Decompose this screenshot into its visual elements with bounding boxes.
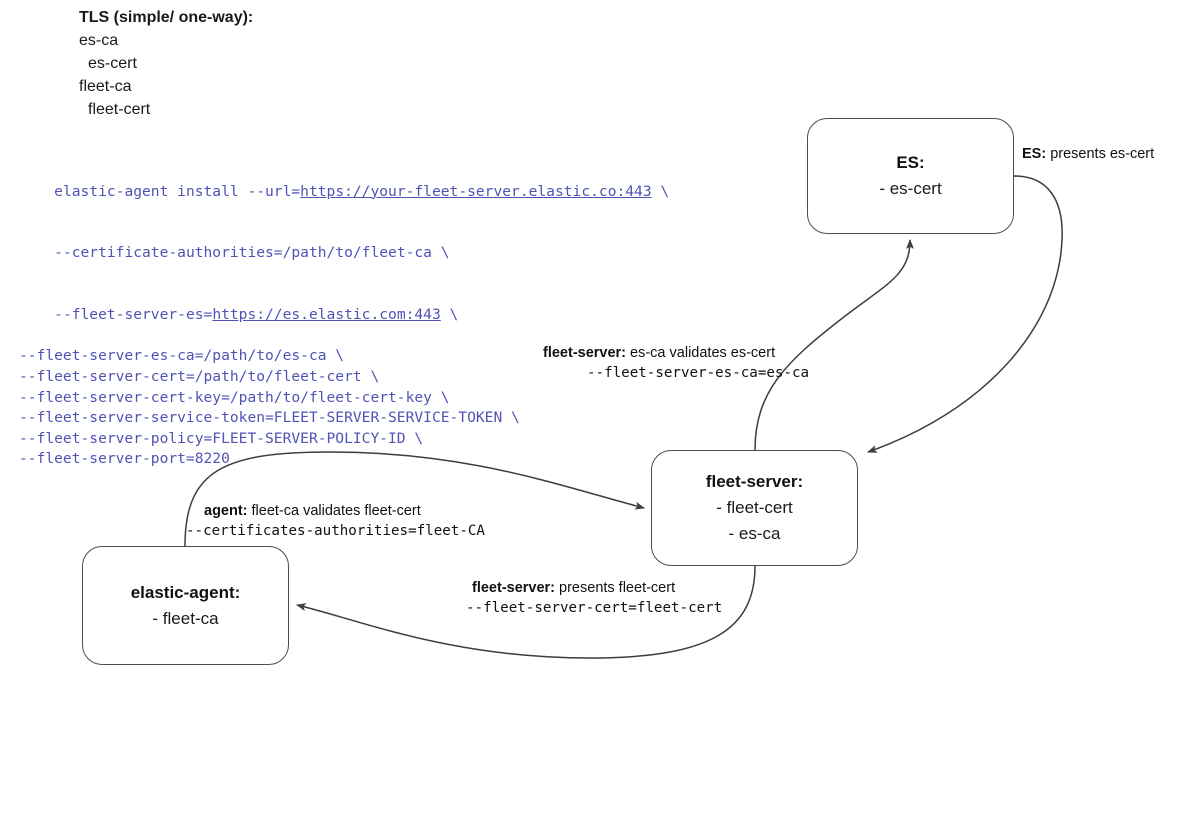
command-line: --fleet-server-es-ca=/path/to/es-ca \	[19, 347, 345, 365]
notes-line: fleet-cert	[88, 101, 151, 118]
node-es[interactable]: ES: - es-cert	[807, 118, 1014, 234]
edge-label-actor: fleet-server:	[472, 580, 556, 596]
command-line: --fleet-server-policy=FLEET-SERVER-POLIC…	[19, 429, 424, 447]
node-fleet-server-item: - fleet-cert	[716, 498, 793, 517]
command-text: \	[651, 182, 670, 200]
edge-label-code: --fleet-server-cert=fleet-cert	[466, 600, 723, 616]
edge-label-text: fleet-server: presents fleet-cert	[472, 578, 722, 598]
node-es-item: - es-cert	[879, 179, 942, 198]
command-text: --fleet-server-es=	[54, 306, 213, 324]
command-text: elastic-agent install --url=	[54, 182, 301, 200]
node-elastic-agent[interactable]: elastic-agent: - fleet-ca	[82, 546, 289, 665]
node-elastic-agent-title: elastic-agent:	[130, 582, 241, 602]
node-fleet-server-title: fleet-server:	[705, 472, 804, 491]
edge-label-prose: presents fleet-cert	[555, 580, 676, 596]
command-line: --fleet-server-cert=/path/to/fleet-cert …	[19, 367, 380, 385]
notes-line: es-ca	[79, 32, 119, 49]
edge-label-prose: fleet-ca validates fleet-cert	[247, 503, 421, 519]
edge-label-text: fleet-server: es-ca validates es-cert	[543, 343, 809, 363]
command-url[interactable]: https://es.elastic.com:443	[212, 306, 441, 324]
command-line: --fleet-server-port=8220	[19, 450, 230, 468]
notes-line: TLS (simple/ one-way):	[79, 9, 254, 26]
edge-label-es-presents: ES: presents es-cert	[1022, 144, 1154, 164]
install-command-block: elastic-agent install --url=https://your…	[19, 161, 719, 470]
edge-label-code: --fleet-server-es-ca=es-ca	[587, 365, 810, 381]
node-fleet-server-item: - es-ca	[728, 524, 781, 543]
command-text: --certificate-authorities=/path/to/fleet…	[54, 244, 450, 262]
edge-label-actor: agent:	[204, 503, 248, 519]
node-fleet-server[interactable]: fleet-server: - fleet-cert - es-ca	[651, 450, 858, 566]
node-es-title: ES:	[896, 153, 925, 172]
edge-label-prose: presents es-cert	[1046, 146, 1155, 162]
tls-notes-block: TLS (simple/ one-way): es-ca es-cert fle…	[79, 6, 499, 121]
edge-label-fleet-server-presents: fleet-server: presents fleet-cert --flee…	[466, 578, 722, 619]
command-line: elastic-agent install --url=https://your…	[19, 161, 719, 223]
command-line: --fleet-server-es=https://es.elastic.com…	[19, 285, 719, 347]
edge-label-text: agent: fleet-ca validates fleet-cert	[204, 501, 485, 521]
edge-label-text: ES: presents es-cert	[1022, 144, 1154, 164]
edge-label-actor: ES:	[1022, 146, 1047, 162]
command-line: --fleet-server-service-token=FLEET-SERVE…	[19, 409, 520, 427]
notes-line: es-cert	[88, 55, 137, 72]
edge-label-prose: es-ca validates es-cert	[626, 345, 776, 361]
edge-label-code: --certificates-authorities=fleet-CA	[186, 523, 485, 539]
node-elastic-agent-item: - fleet-ca	[152, 608, 219, 628]
notes-line: fleet-ca	[79, 78, 132, 95]
command-line: --fleet-server-cert-key=/path/to/fleet-c…	[19, 388, 450, 406]
edge-label-fleet-server-validates: fleet-server: es-ca validates es-cert --…	[543, 343, 809, 384]
command-line: --certificate-authorities=/path/to/fleet…	[19, 223, 719, 285]
command-url[interactable]: https://your-fleet-server.elastic.co:443	[300, 182, 652, 200]
edge-label-agent-validates: agent: fleet-ca validates fleet-cert --c…	[186, 501, 485, 542]
edge-label-actor: fleet-server:	[543, 345, 627, 361]
command-text: \	[440, 306, 459, 324]
